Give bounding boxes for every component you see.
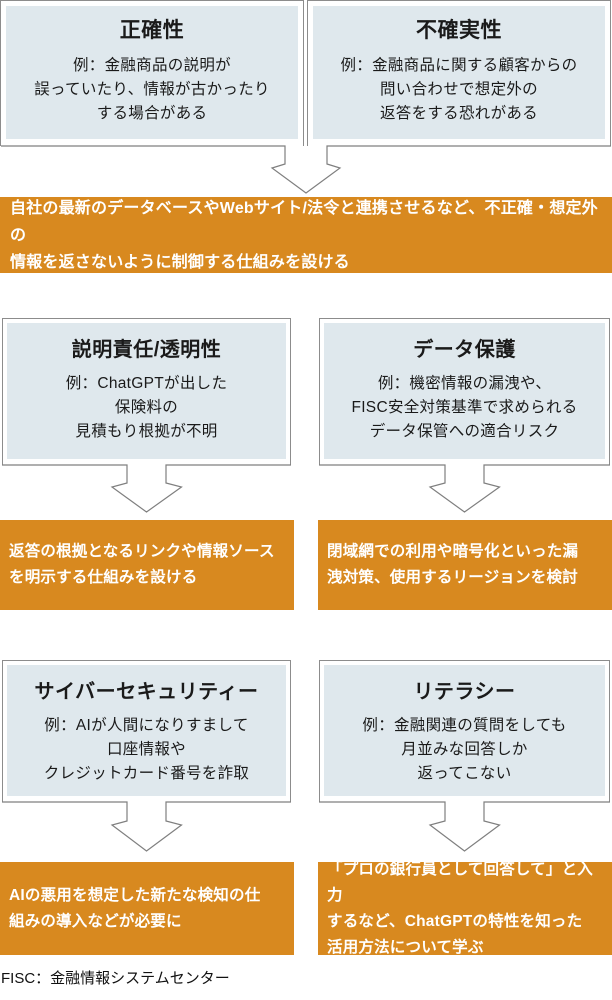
risk-title-data-protection: データ保護 [413, 339, 516, 361]
risk-box-fill: 正確性 例：金融商品の説明が 誤っていたり、情報が古かったり する場合がある [6, 6, 298, 139]
risk-title-accuracy: 正確性 [119, 19, 185, 42]
risk-box-uncertainty: 不確実性 例：金融商品に関する顧客からの 問い合わせで想定外の 返答をする恐れが… [307, 0, 611, 146]
risk-example-cybersecurity: 例：AIが人間になりすまして 口座情報や クレジットカード番号を詐取 [43, 717, 250, 782]
risk-example-literacy: 例：金融関連の質問をしても 月並みな回答しか 返ってこない [362, 717, 567, 782]
risk-example-accuracy: 例：金融商品の説明が 誤っていたり、情報が古かったり する場合がある [34, 57, 270, 122]
merge-down-arrow-icon [1, 145, 611, 194]
risk-box-literacy: リテラシー 例：金融関連の質問をしても 月並みな回答しか 返ってこない [319, 660, 610, 802]
risk-title-uncertainty: 不確実性 [416, 19, 502, 42]
source-note: FISC：金融情報システムセンター [1, 970, 230, 987]
risk-box-fill: 説明責任/透明性 例：ChatGPTが出した 保険料の 見積もり根拠が不明 [7, 323, 286, 459]
risk-box-data-protection: データ保護 例：機密情報の漏洩や、 FISC安全対策基準で求められる データ保管… [319, 318, 610, 465]
risk-box-fill: リテラシー 例：金融関連の質問をしても 月並みな回答しか 返ってこない [324, 665, 605, 796]
risk-box-fill: 不確実性 例：金融商品に関する顧客からの 問い合わせで想定外の 返答をする恐れが… [313, 6, 605, 139]
risk-example-data-protection: 例：機密情報の漏洩や、 FISC安全対策基準で求められる データ保管への適合リス… [351, 375, 578, 440]
down-arrow-icon [2, 801, 291, 852]
risk-title-cybersecurity: サイバーセキュリティー [34, 681, 259, 703]
risk-box-accountability: 説明責任/透明性 例：ChatGPTが出した 保険料の 見積もり根拠が不明 [2, 318, 291, 465]
risk-box-cybersecurity: サイバーセキュリティー 例：AIが人間になりすまして 口座情報や クレジットカー… [2, 660, 291, 802]
risk-box-fill: サイバーセキュリティー 例：AIが人間になりすまして 口座情報や クレジットカー… [7, 665, 286, 796]
measure-box-source-link: 返答の根拠となるリンクや情報ソース を明示する仕組みを設ける [0, 520, 294, 610]
down-arrow-icon [319, 464, 610, 513]
down-arrow-icon [2, 464, 291, 513]
down-arrow-icon [319, 801, 610, 852]
risk-box-fill: データ保護 例：機密情報の漏洩や、 FISC安全対策基準で求められる データ保管… [324, 323, 605, 459]
risk-example-accountability: 例：ChatGPTが出した 保険料の 見積もり根拠が不明 [65, 375, 228, 440]
measure-box-control: 自社の最新のデータベースやWebサイト/法令と連携させるなど、不正確・想定外の … [0, 197, 612, 273]
measure-box-detection: AIの悪用を想定した新たな検知の仕 組みの導入などが必要に [0, 862, 294, 955]
measure-box-prompting: 「プロの銀行員として回答して」と入力 するなど、ChatGPTの特性を知った 活… [318, 861, 612, 956]
risk-example-uncertainty: 例：金融商品に関する顧客からの 問い合わせで想定外の 返答をする恐れがある [340, 57, 578, 122]
risk-title-literacy: リテラシー [413, 681, 516, 703]
measure-box-closed-network: 閉域網での利用や暗号化といった漏 洩対策、使用するリージョンを検討 [318, 520, 612, 610]
risk-box-accuracy: 正確性 例：金融商品の説明が 誤っていたり、情報が古かったり する場合がある [0, 0, 304, 146]
risk-title-accountability: 説明責任/透明性 [71, 339, 222, 361]
